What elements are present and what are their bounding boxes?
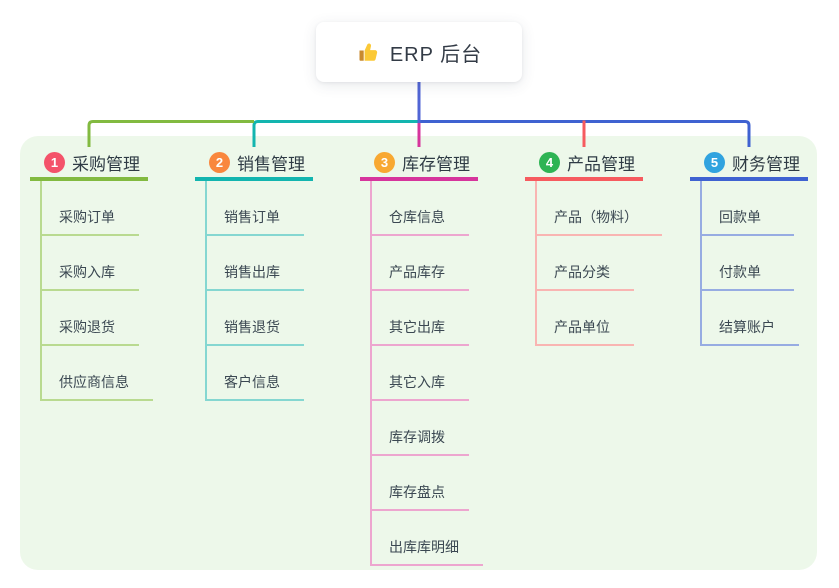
child-node[interactable]: 产品（物料）: [537, 181, 662, 236]
branch-column-4: 4 产品管理产品（物料） 产品分类产品单位: [525, 148, 662, 346]
child-node[interactable]: 回款单: [702, 181, 794, 236]
branch-number-badge: 1: [44, 152, 65, 173]
child-label: 出库库明细: [389, 539, 459, 555]
child-node[interactable]: 仓库信息: [372, 181, 469, 236]
child-node[interactable]: 结算账户: [702, 291, 799, 346]
child-label: 采购退货: [59, 319, 115, 335]
branch-title: 财务管理: [732, 155, 800, 174]
child-label: 客户信息: [224, 374, 280, 390]
child-node[interactable]: 供应商信息: [42, 346, 153, 401]
child-label: 其它入库: [389, 374, 445, 390]
child-label: 产品单位: [554, 319, 610, 335]
branch-title: 销售管理: [237, 155, 305, 174]
branch-node[interactable]: 5 财务管理: [690, 148, 808, 181]
child-node[interactable]: 出库库明细: [372, 511, 483, 566]
branch-children: 销售订单销售出库销售退货客户信息: [205, 181, 304, 401]
child-node[interactable]: 销售订单: [207, 181, 304, 236]
child-label: 销售退货: [224, 319, 280, 335]
branch-node[interactable]: 1 采购管理: [30, 148, 148, 181]
branch-node[interactable]: 4 产品管理: [525, 148, 643, 181]
branch-title: 采购管理: [72, 155, 140, 174]
child-node[interactable]: 产品单位: [537, 291, 634, 346]
branch-node[interactable]: 2 销售管理: [195, 148, 313, 181]
background-panel: [20, 136, 817, 570]
branch-number-badge: 4: [539, 152, 560, 173]
branch-children: 仓库信息产品库存其它出库其它入库库存调拨库存盘点出库库明细: [370, 181, 483, 566]
child-node[interactable]: 其它入库: [372, 346, 469, 401]
child-label: 回款单: [719, 209, 761, 225]
branch-number-badge: 2: [209, 152, 230, 173]
branch-number-badge: 3: [374, 152, 395, 173]
child-label: 结算账户: [719, 319, 775, 335]
root-title: ERP 后台: [389, 43, 483, 66]
child-label: 采购入库: [59, 264, 115, 280]
child-label: 供应商信息: [59, 374, 129, 390]
child-node[interactable]: 销售出库: [207, 236, 304, 291]
branch-node[interactable]: 3 库存管理: [360, 148, 478, 181]
thumbs-up-icon: [359, 43, 377, 61]
child-node[interactable]: 采购退货: [42, 291, 139, 346]
branch-column-2: 2 销售管理销售订单销售出库销售退货客户信息: [195, 148, 313, 401]
branch-children: 产品（物料） 产品分类产品单位: [535, 181, 662, 346]
child-node[interactable]: 其它出库: [372, 291, 469, 346]
branch-column-1: 1 采购管理采购订单采购入库采购退货供应商信息: [30, 148, 153, 401]
child-label: 产品（物料）: [554, 209, 638, 225]
child-label: 库存盘点: [389, 484, 445, 500]
child-label: 销售订单: [224, 209, 280, 225]
child-node[interactable]: 采购订单: [42, 181, 139, 236]
branch-column-3: 3 库存管理仓库信息产品库存其它出库其它入库库存调拨库存盘点出库库明细: [360, 148, 483, 566]
child-label: 产品库存: [389, 264, 445, 280]
child-node[interactable]: 采购入库: [42, 236, 139, 291]
child-label: 付款单: [719, 264, 761, 280]
child-label: 库存调拨: [389, 429, 445, 445]
child-node[interactable]: 库存调拨: [372, 401, 469, 456]
branch-number-badge: 5: [704, 152, 725, 173]
child-node[interactable]: 产品分类: [537, 236, 634, 291]
child-label: 产品分类: [554, 264, 610, 280]
branch-column-5: 5 财务管理回款单付款单结算账户: [690, 148, 808, 346]
branch-title: 库存管理: [402, 155, 470, 174]
child-node[interactable]: 销售退货: [207, 291, 304, 346]
root-node[interactable]: ERP 后台: [316, 22, 522, 82]
branch-children: 回款单付款单结算账户: [700, 181, 799, 346]
child-node[interactable]: 客户信息: [207, 346, 304, 401]
child-node[interactable]: 付款单: [702, 236, 794, 291]
child-label: 销售出库: [224, 264, 280, 280]
branch-children: 采购订单采购入库采购退货供应商信息: [40, 181, 153, 401]
branch-title: 产品管理: [567, 155, 635, 174]
child-label: 采购订单: [59, 209, 115, 225]
child-label: 其它出库: [389, 319, 445, 335]
child-label: 仓库信息: [389, 209, 445, 225]
child-node[interactable]: 产品库存: [372, 236, 469, 291]
child-node[interactable]: 库存盘点: [372, 456, 469, 511]
